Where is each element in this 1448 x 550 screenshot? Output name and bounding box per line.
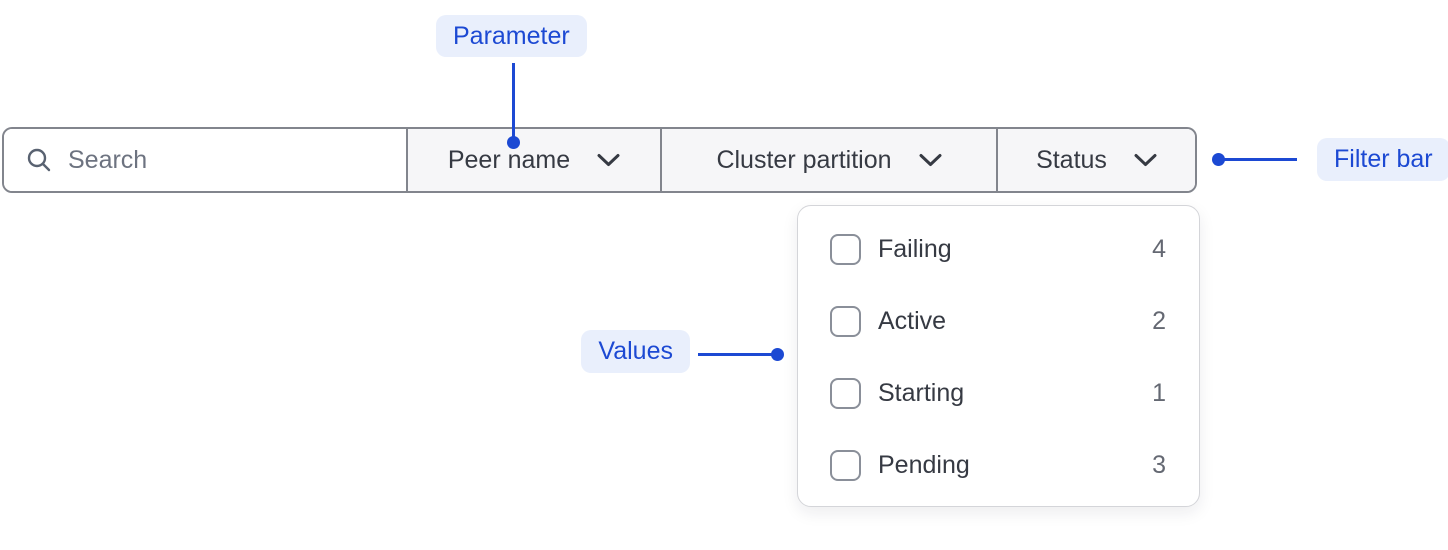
chevron-down-icon [1134, 154, 1157, 166]
status-option-count: 1 [1152, 378, 1166, 407]
filter-parameter-dropdown[interactable]: Peer name [406, 129, 660, 191]
search-input[interactable] [68, 145, 388, 175]
filter-bar: Peer name Cluster partition Status [2, 127, 1197, 193]
chevron-down-icon [919, 154, 942, 166]
status-option-label: Pending [878, 450, 970, 479]
filter-parameter-label: Status [1036, 145, 1107, 174]
search-section [4, 129, 406, 191]
status-values-dropdown-panel: Failing 4 Active 2 Starting 1 Pending 3 [797, 205, 1200, 507]
checkbox[interactable] [830, 449, 861, 481]
status-option-row[interactable]: Active 2 [830, 285, 1166, 357]
checkbox[interactable] [830, 233, 861, 265]
values-connector-line [698, 353, 778, 356]
filter-parameter-dropdown[interactable]: Status [996, 129, 1195, 191]
status-option-count: 2 [1152, 306, 1166, 335]
filter-parameter-label: Peer name [447, 145, 571, 174]
filter-bar-connector-dot [1212, 153, 1225, 166]
status-option-label: Active [878, 306, 947, 335]
checkbox[interactable] [830, 377, 861, 409]
values-connector-dot [771, 348, 784, 361]
search-icon [27, 148, 51, 172]
parameter-connector-line [512, 63, 515, 142]
parameter-annotation-badge: Parameter [436, 15, 587, 57]
status-option-row[interactable]: Pending 3 [830, 429, 1166, 501]
values-annotation-badge: Values [581, 330, 690, 373]
status-option-row[interactable]: Starting 1 [830, 357, 1166, 429]
checkbox[interactable] [830, 305, 861, 337]
status-option-count: 3 [1152, 450, 1166, 479]
chevron-down-icon [597, 154, 620, 166]
filter-parameter-label: Cluster partition [716, 145, 892, 174]
filter-bar-connector-line [1218, 158, 1297, 161]
status-option-label: Starting [878, 378, 965, 407]
status-option-label: Failing [878, 234, 952, 263]
filter-parameter-dropdown[interactable]: Cluster partition [660, 129, 996, 191]
filter-bar-annotation-badge: Filter bar [1317, 138, 1448, 181]
status-option-count: 4 [1152, 234, 1166, 263]
status-option-row[interactable]: Failing 4 [830, 213, 1166, 285]
parameter-connector-dot [507, 136, 520, 149]
